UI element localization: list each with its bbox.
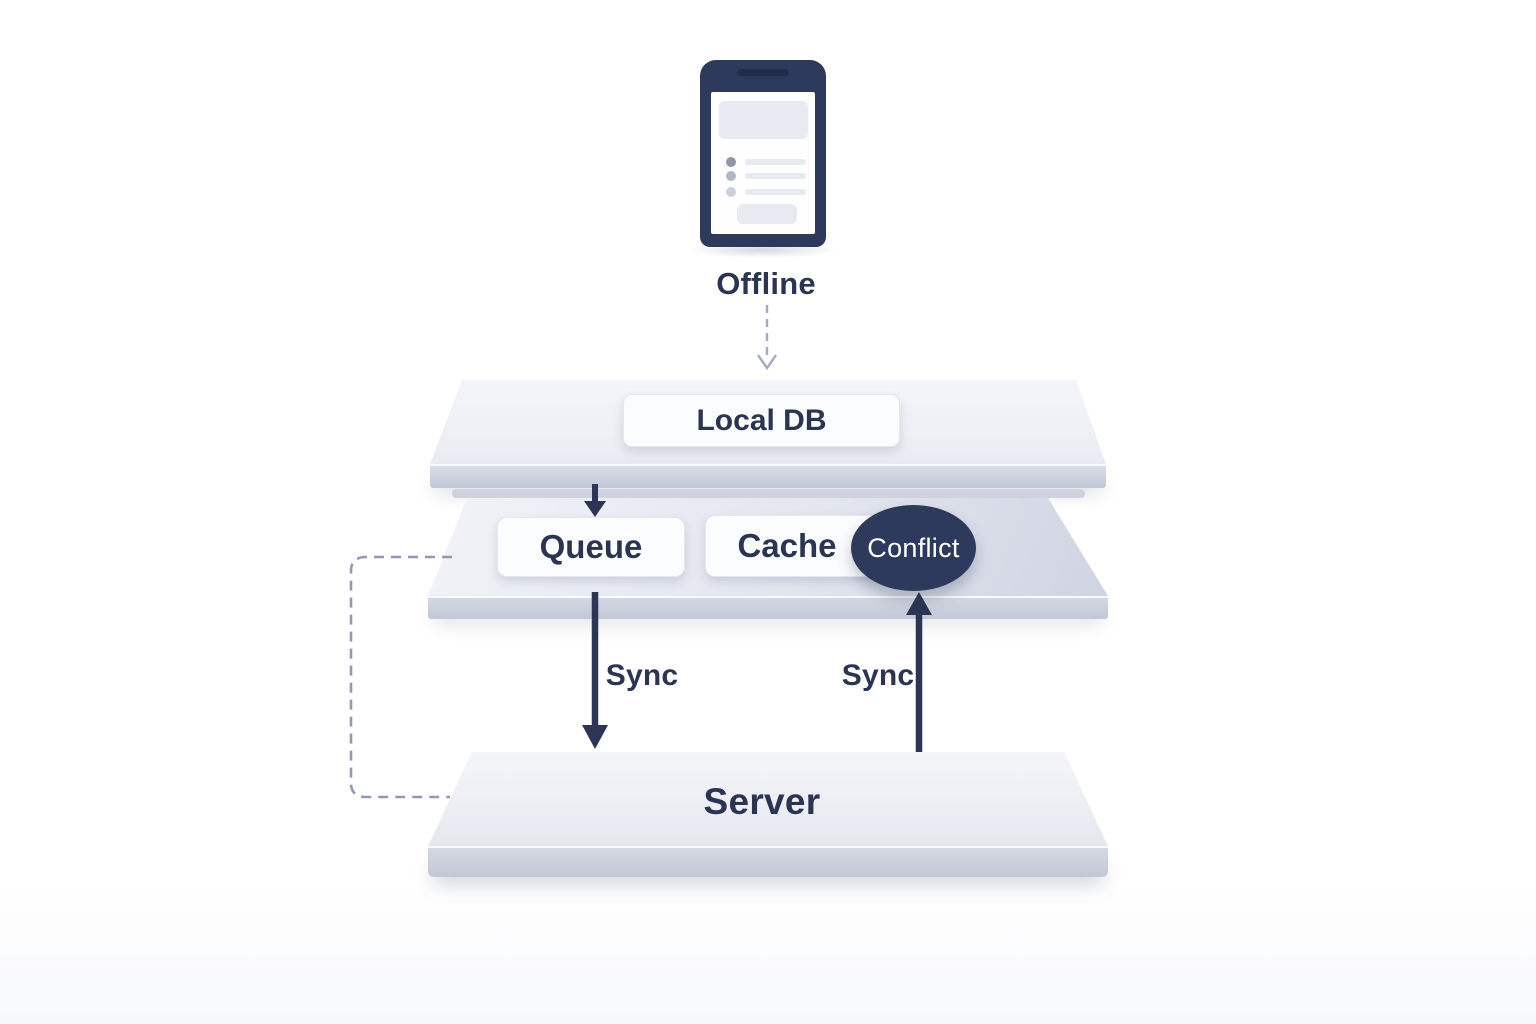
phone-screen-button-placeholder [737, 204, 797, 224]
text-line-placeholder [745, 159, 806, 165]
bullet-icon [726, 171, 736, 181]
sync-up-label: Sync [841, 659, 915, 692]
phone-screen-list-row [722, 171, 808, 181]
conflict-badge: Conflict [851, 505, 976, 591]
local-db-node: Local DB [623, 394, 900, 447]
sync-down-label: Sync [605, 659, 679, 692]
offline-label: Offline [716, 266, 816, 301]
middle-layer-edge [428, 596, 1108, 619]
phone-icon [700, 60, 826, 247]
local-db-label: Local DB [696, 403, 827, 437]
phone-screen-hero-block [719, 101, 808, 139]
queue-node: Queue [497, 517, 685, 577]
phone-screen-list-row [722, 157, 808, 167]
server-layer-platform: Server [428, 752, 1108, 846]
local-db-layer-edge [430, 464, 1106, 488]
conflict-label: Conflict [867, 532, 960, 563]
text-line-placeholder [745, 173, 806, 179]
text-line-placeholder [745, 189, 806, 195]
server-label: Server [703, 781, 821, 822]
offline-dashed-arrow [757, 305, 777, 371]
bullet-icon [726, 187, 736, 197]
phone-screen [711, 92, 815, 234]
bullet-icon [726, 157, 736, 167]
queue-label: Queue [539, 528, 643, 565]
phone-speaker [737, 69, 789, 76]
phone-screen-list-row [722, 187, 808, 197]
layer-gap-sliver [452, 489, 1085, 498]
cache-label: Cache [737, 527, 837, 564]
server-layer-edge [428, 846, 1108, 877]
